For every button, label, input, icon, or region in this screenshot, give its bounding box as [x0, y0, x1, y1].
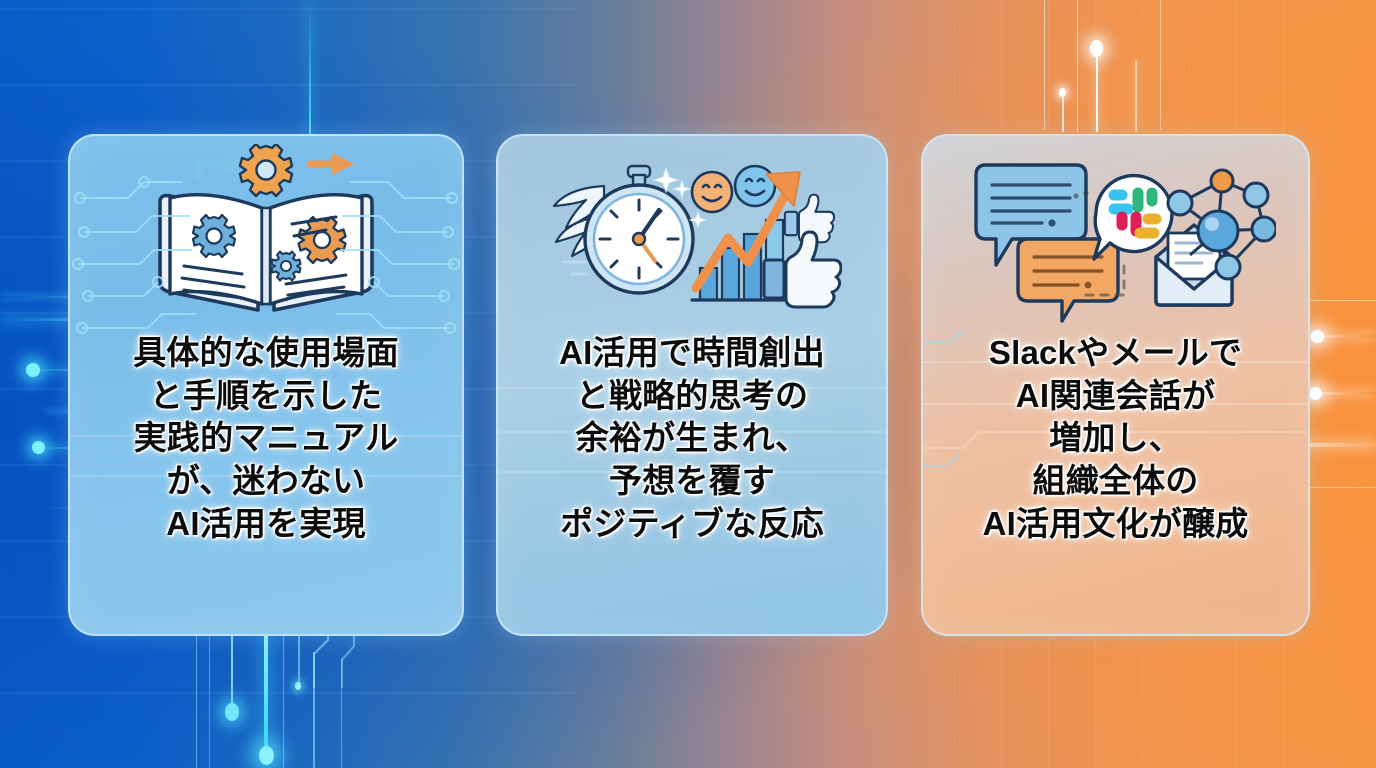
card-1-line-3: 実践的マニュアル	[133, 419, 399, 457]
trace-bottom-4	[264, 632, 268, 754]
card-1-line-5: AI活用を実現	[166, 504, 366, 542]
glow-dot-right-2	[1309, 387, 1322, 400]
trace-top-right-6	[1160, 0, 1161, 130]
card-1-line-2: と手順を示した	[149, 376, 383, 414]
glow-dot-bottom-1	[225, 703, 239, 721]
trace-bottom-3	[231, 632, 233, 716]
card-3-icon	[923, 136, 1308, 332]
trace-bottom-8	[341, 658, 342, 768]
trace-bottom-2	[209, 632, 210, 768]
trace-bottom-5	[283, 632, 284, 768]
card-1[interactable]: 具体的な使用場面 と手順を示した 実践的マニュアル が、迷わない AI活用を実現	[68, 134, 464, 636]
card-1-line-1: 具体的な使用場面	[133, 334, 399, 371]
card-2[interactable]: AI活用で時間創出 と戦略的思考の 余裕が生まれ、 予想を覆す ポジティブな反応	[496, 134, 888, 636]
winged-stopwatch-growth-chart-thumbsup-icon	[552, 164, 842, 309]
card-1-line-4: が、迷わない	[166, 462, 366, 500]
glow-dot-left-2	[32, 441, 45, 454]
card-3-line-4: 組織全体の	[1032, 462, 1199, 500]
glow-dot-bottom-2	[259, 746, 274, 765]
trace-bottom-6	[298, 632, 300, 688]
card-3-line-1: Slackやメールで	[988, 334, 1243, 371]
glow-line-right-5	[1280, 487, 1376, 488]
card-3-text: Slackやメールで AI関連会話が 増加し、 組織全体の AI活用文化が醸成	[923, 332, 1308, 546]
glow-dot-top-1	[1090, 40, 1103, 57]
trace-bottom-1	[196, 632, 197, 768]
card-2-line-3: 余裕が生まれ、	[575, 419, 809, 457]
card-3[interactable]: Slackやメールで AI関連会話が 増加し、 組織全体の AI活用文化が醸成	[921, 134, 1310, 636]
card-3-line-5: AI活用文化が醸成	[982, 504, 1249, 542]
glow-dot-right-1	[1311, 330, 1324, 343]
trace-top-right-5	[1135, 60, 1137, 132]
card-2-line-1: AI活用で時間創出	[559, 334, 825, 371]
trace-top-right-3	[1096, 40, 1098, 132]
card-2-line-2: と戦略的思考の	[575, 376, 809, 414]
trace-top-right-4	[1062, 90, 1064, 132]
open-book-with-gears-icon	[158, 144, 374, 312]
glow-dot-bottom-3	[295, 682, 301, 690]
trace-top-left-1	[309, 0, 311, 134]
card-2-line-5: ポジティブな反応	[560, 504, 824, 542]
card-2-text: AI活用で時間創出 と戦略的思考の 余裕が生まれ、 予想を覆す ポジティブな反応	[498, 332, 886, 546]
chat-bubbles-slack-email-network-icon	[973, 163, 1276, 323]
glow-dot-top-2	[1059, 88, 1066, 97]
glow-line-right-4	[1280, 300, 1376, 301]
card-2-icon	[498, 136, 886, 332]
glow-dot-left-1	[26, 363, 40, 377]
card-3-line-2: AI関連会話が	[1015, 376, 1216, 414]
trace-top-right-1	[1044, 0, 1045, 130]
card-2-line-4: 予想を覆す	[609, 462, 775, 500]
card-1-icon	[70, 136, 462, 332]
card-1-text: 具体的な使用場面 と手順を示した 実践的マニュアル が、迷わない AI活用を実現	[70, 332, 462, 546]
trace-top-right-2	[1077, 0, 1078, 132]
card-3-line-3: 増加し、	[1049, 419, 1182, 457]
trace-bottom-7	[313, 652, 315, 768]
